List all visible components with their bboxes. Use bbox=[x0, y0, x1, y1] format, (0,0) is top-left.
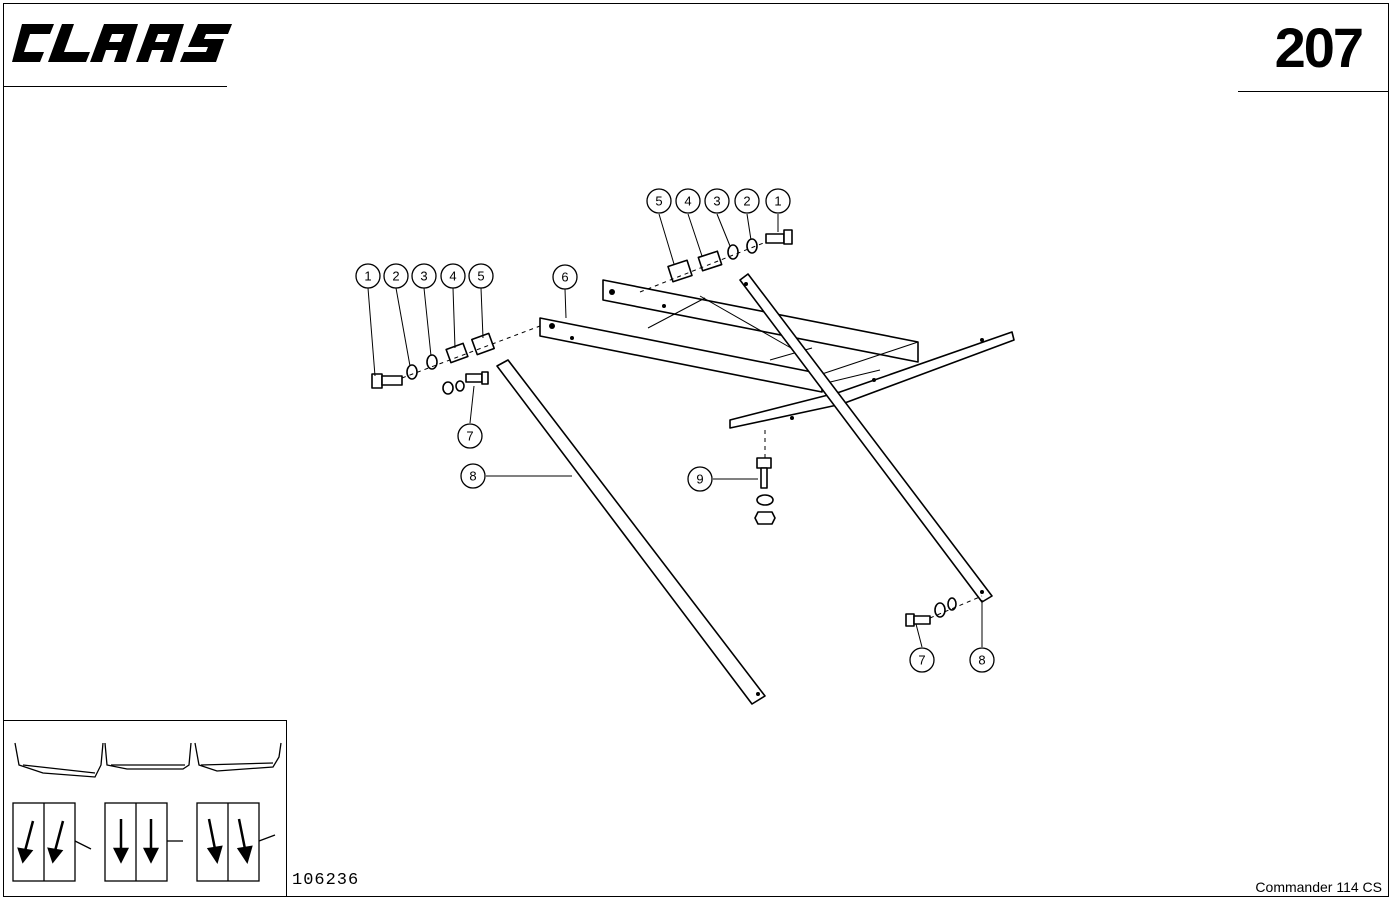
callout-2-left: 2 bbox=[383, 263, 409, 289]
bolt-right-7 bbox=[905, 613, 931, 627]
variant-pictograms bbox=[12, 742, 282, 882]
callout-label: 3 bbox=[713, 194, 720, 209]
header-rule-left bbox=[3, 86, 227, 87]
frame-rail bbox=[539, 317, 823, 393]
callout-label: 1 bbox=[774, 194, 781, 209]
callout-label: 4 bbox=[684, 194, 691, 209]
washer-top-3 bbox=[727, 244, 739, 260]
header-rule-right bbox=[1238, 91, 1389, 92]
model-name: Commander 114 CS bbox=[1255, 879, 1382, 895]
callout-label: 8 bbox=[978, 653, 985, 668]
bushing-top-5 bbox=[667, 259, 693, 283]
callout-label: 5 bbox=[477, 269, 484, 284]
callout-label: 9 bbox=[696, 472, 703, 487]
variant-inset bbox=[3, 720, 287, 897]
strut-left bbox=[496, 359, 766, 705]
callout-label: 1 bbox=[364, 269, 371, 284]
bolt-top bbox=[765, 229, 793, 245]
callout-9: 9 bbox=[687, 466, 713, 492]
washer-top-2 bbox=[746, 238, 758, 254]
bolt-left-7 bbox=[465, 371, 489, 385]
callout-7-left: 7 bbox=[457, 423, 483, 449]
callout-5-left: 5 bbox=[468, 263, 494, 289]
callout-8-right: 8 bbox=[969, 647, 995, 673]
callout-6: 6 bbox=[552, 264, 578, 290]
callout-label: 3 bbox=[420, 269, 427, 284]
drawing-number: 106236 bbox=[292, 871, 360, 890]
bolt-left bbox=[371, 373, 403, 389]
callout-label: 7 bbox=[918, 653, 925, 668]
callout-1-top: 1 bbox=[765, 188, 791, 214]
bushing-top-4 bbox=[697, 250, 723, 272]
callout-3-left: 3 bbox=[411, 263, 437, 289]
callout-2-top: 2 bbox=[734, 188, 760, 214]
callout-label: 2 bbox=[392, 269, 399, 284]
callout-label: 7 bbox=[466, 429, 473, 444]
callout-3-top: 3 bbox=[704, 188, 730, 214]
callout-5-top: 5 bbox=[646, 188, 672, 214]
rear-rail bbox=[602, 279, 919, 363]
callout-4-left: 4 bbox=[440, 263, 466, 289]
washer-left-2 bbox=[406, 364, 418, 380]
callout-label: 4 bbox=[449, 269, 456, 284]
callout-label: 8 bbox=[469, 469, 476, 484]
mounting-plate bbox=[729, 331, 1015, 429]
bolt-9 bbox=[756, 457, 772, 489]
claas-logo bbox=[12, 24, 232, 62]
strut-right bbox=[739, 273, 993, 603]
callout-1-left: 1 bbox=[355, 263, 381, 289]
callout-7-right: 7 bbox=[909, 647, 935, 673]
page-frame bbox=[3, 3, 1389, 897]
callout-label: 6 bbox=[561, 270, 568, 285]
callout-4-top: 4 bbox=[675, 188, 701, 214]
washer-left-3 bbox=[426, 354, 438, 370]
page-number: 207 bbox=[1274, 16, 1364, 79]
callout-label: 5 bbox=[655, 194, 662, 209]
callout-8-left: 8 bbox=[460, 463, 486, 489]
callout-label: 2 bbox=[743, 194, 750, 209]
